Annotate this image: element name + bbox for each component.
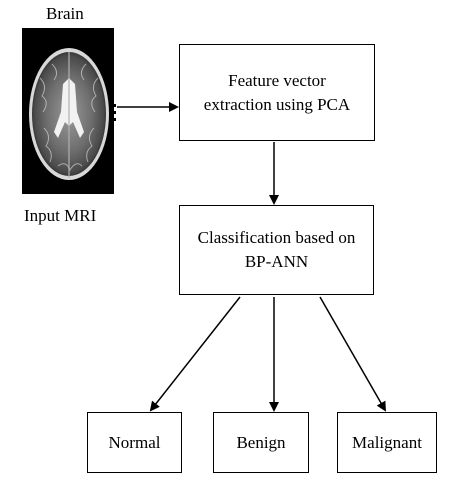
connector-dots xyxy=(114,104,116,121)
feature-extraction-line-1: Feature vector xyxy=(228,70,326,90)
arrow-to-normal xyxy=(149,296,241,412)
brain-scan-graphic xyxy=(22,28,114,194)
classification-line-1: Classification based on xyxy=(197,228,356,247)
classification-box: Classification based on BP-ANN xyxy=(179,205,374,295)
benign-label: Benign xyxy=(236,432,286,452)
malignant-box: Malignant xyxy=(337,412,437,473)
brain-title: Brain xyxy=(46,4,84,23)
malignant-label: Malignant xyxy=(352,432,422,452)
classification-line-2: BP-ANN xyxy=(244,252,309,271)
feature-extraction-line-2: extraction using PCA xyxy=(203,94,351,114)
feature-extraction-box: Feature vector extraction using PCA xyxy=(179,44,375,141)
normal-label: Normal xyxy=(108,432,161,452)
arrow-to-malignant xyxy=(319,296,386,412)
normal-box: Normal xyxy=(87,412,182,473)
mri-brain-image xyxy=(22,28,114,194)
input-mri-caption: Input MRI xyxy=(24,206,97,225)
benign-box: Benign xyxy=(213,412,309,473)
